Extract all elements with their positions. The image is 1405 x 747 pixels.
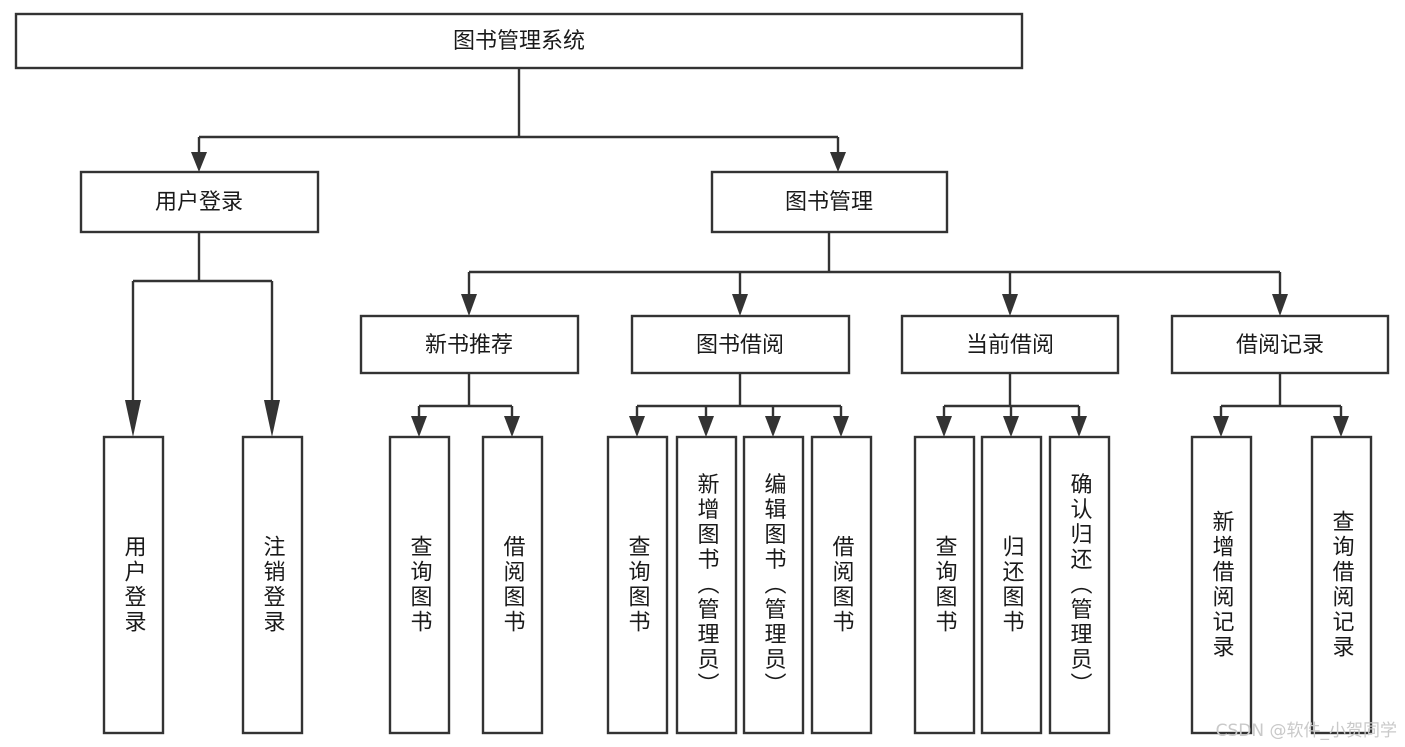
arrow-to-current-borrow <box>1002 294 1018 316</box>
node-leaf-confirm-return-box[interactable] <box>1048 435 1111 735</box>
node-leaf-confirm-return-label: 确认归还（管理员） <box>1067 473 1093 698</box>
node-root-label: 图书管理系统 <box>453 29 585 54</box>
node-current-borrow[interactable]: 当前借阅 <box>900 314 1120 375</box>
arrow-root-to-user-login <box>191 152 207 172</box>
node-leaf-query-record-label: 查询借阅记录 <box>1329 510 1355 660</box>
node-new-book-rec[interactable]: 新书推荐 <box>359 314 580 375</box>
arrow-to-leaf-query-book-2 <box>629 416 645 437</box>
node-leaf-add-book[interactable]: 新增图书（管理员） <box>675 435 738 735</box>
node-borrow-record-box[interactable] <box>1170 314 1390 375</box>
node-leaf-query-book-2-label: 查询图书 <box>625 535 651 635</box>
node-leaf-return-book-label: 归还图书 <box>999 535 1025 635</box>
node-leaf-edit-book[interactable]: 编辑图书（管理员） <box>742 435 805 735</box>
node-leaf-user-login-label: 用户登录 <box>121 535 147 635</box>
node-leaf-borrow-book-2-label: 借阅图书 <box>829 535 855 635</box>
node-leaf-query-book-3[interactable]: 查询图书 <box>913 435 976 735</box>
node-borrow-record-label: 借阅记录 <box>1236 333 1324 358</box>
arrow-to-leaf-query-book-1 <box>411 416 427 437</box>
node-leaf-borrow-book-2[interactable]: 借阅图书 <box>810 435 873 735</box>
node-leaf-add-record[interactable]: 新增借阅记录 <box>1190 435 1253 735</box>
arrow-to-book-borrow <box>732 294 748 316</box>
arrow-to-borrow-record <box>1272 294 1288 316</box>
node-leaf-borrow-book-1-label: 借阅图书 <box>500 535 526 635</box>
node-current-borrow-box[interactable] <box>900 314 1120 375</box>
node-book-borrow-label: 图书借阅 <box>696 333 784 358</box>
node-leaf-logout-box[interactable] <box>241 435 304 735</box>
node-user-login-label: 用户登录 <box>155 190 243 215</box>
arrow-to-leaf-query-record <box>1333 416 1349 437</box>
node-book-borrow[interactable]: 图书借阅 <box>630 314 851 375</box>
node-leaf-edit-book-box[interactable] <box>742 435 805 735</box>
arrow-to-leaf-borrow-book-2 <box>833 416 849 437</box>
node-leaf-user-login-box[interactable] <box>102 435 165 735</box>
arrow-to-leaf-logout <box>264 400 280 437</box>
node-leaf-add-book-label: 新增图书（管理员） <box>694 473 720 698</box>
arrow-to-leaf-confirm-return <box>1071 416 1087 437</box>
node-leaf-query-book-2-box[interactable] <box>606 435 669 735</box>
node-leaf-query-book-1-box[interactable] <box>388 435 451 735</box>
arrow-to-leaf-add-record <box>1213 416 1229 437</box>
node-root-box[interactable] <box>14 12 1024 70</box>
node-leaf-edit-book-label: 编辑图书（管理员） <box>761 473 787 698</box>
node-leaf-query-book-1[interactable]: 查询图书 <box>388 435 451 735</box>
node-leaf-add-book-box[interactable] <box>675 435 738 735</box>
arrow-to-leaf-return-book <box>1003 416 1019 437</box>
node-user-login-box[interactable] <box>79 170 320 234</box>
node-user-login[interactable]: 用户登录 <box>79 170 320 234</box>
arrow-root-to-book-manage <box>830 152 846 172</box>
node-root[interactable]: 图书管理系统 <box>14 12 1024 70</box>
node-leaf-logout-label: 注销登录 <box>260 535 286 635</box>
node-leaf-user-login[interactable]: 用户登录 <box>102 435 165 735</box>
node-leaf-query-record-box[interactable] <box>1310 435 1373 735</box>
node-new-book-rec-label: 新书推荐 <box>425 333 513 358</box>
arrow-to-leaf-borrow-book-1 <box>504 416 520 437</box>
node-leaf-borrow-book-1[interactable]: 借阅图书 <box>481 435 544 735</box>
node-leaf-add-record-box[interactable] <box>1190 435 1253 735</box>
node-book-manage-box[interactable] <box>710 170 949 234</box>
node-leaf-logout[interactable]: 注销登录 <box>241 435 304 735</box>
node-leaf-borrow-book-1-box[interactable] <box>481 435 544 735</box>
node-leaf-query-record[interactable]: 查询借阅记录 <box>1310 435 1373 735</box>
node-leaf-return-book-box[interactable] <box>980 435 1043 735</box>
arrow-to-leaf-query-book-3 <box>936 416 952 437</box>
node-leaf-borrow-book-2-box[interactable] <box>810 435 873 735</box>
node-leaf-query-book-2[interactable]: 查询图书 <box>606 435 669 735</box>
node-leaf-add-record-label: 新增借阅记录 <box>1209 510 1235 660</box>
connector-layer <box>125 68 1349 437</box>
arrow-to-leaf-add-book <box>698 416 714 437</box>
node-borrow-record[interactable]: 借阅记录 <box>1170 314 1390 375</box>
node-book-manage-label: 图书管理 <box>785 190 873 215</box>
arrow-to-new-book-rec <box>461 294 477 316</box>
node-leaf-query-book-3-label: 查询图书 <box>932 535 958 635</box>
node-current-borrow-label: 当前借阅 <box>966 333 1054 358</box>
node-leaf-query-book-1-label: 查询图书 <box>407 535 433 635</box>
node-book-manage[interactable]: 图书管理 <box>710 170 949 234</box>
node-new-book-rec-box[interactable] <box>359 314 580 375</box>
arrow-to-leaf-user-login <box>125 400 141 437</box>
arrow-to-leaf-edit-book <box>765 416 781 437</box>
node-leaf-confirm-return[interactable]: 确认归还（管理员） <box>1048 435 1111 735</box>
node-leaf-return-book[interactable]: 归还图书 <box>980 435 1043 735</box>
node-book-borrow-box[interactable] <box>630 314 851 375</box>
node-leaf-query-book-3-box[interactable] <box>913 435 976 735</box>
